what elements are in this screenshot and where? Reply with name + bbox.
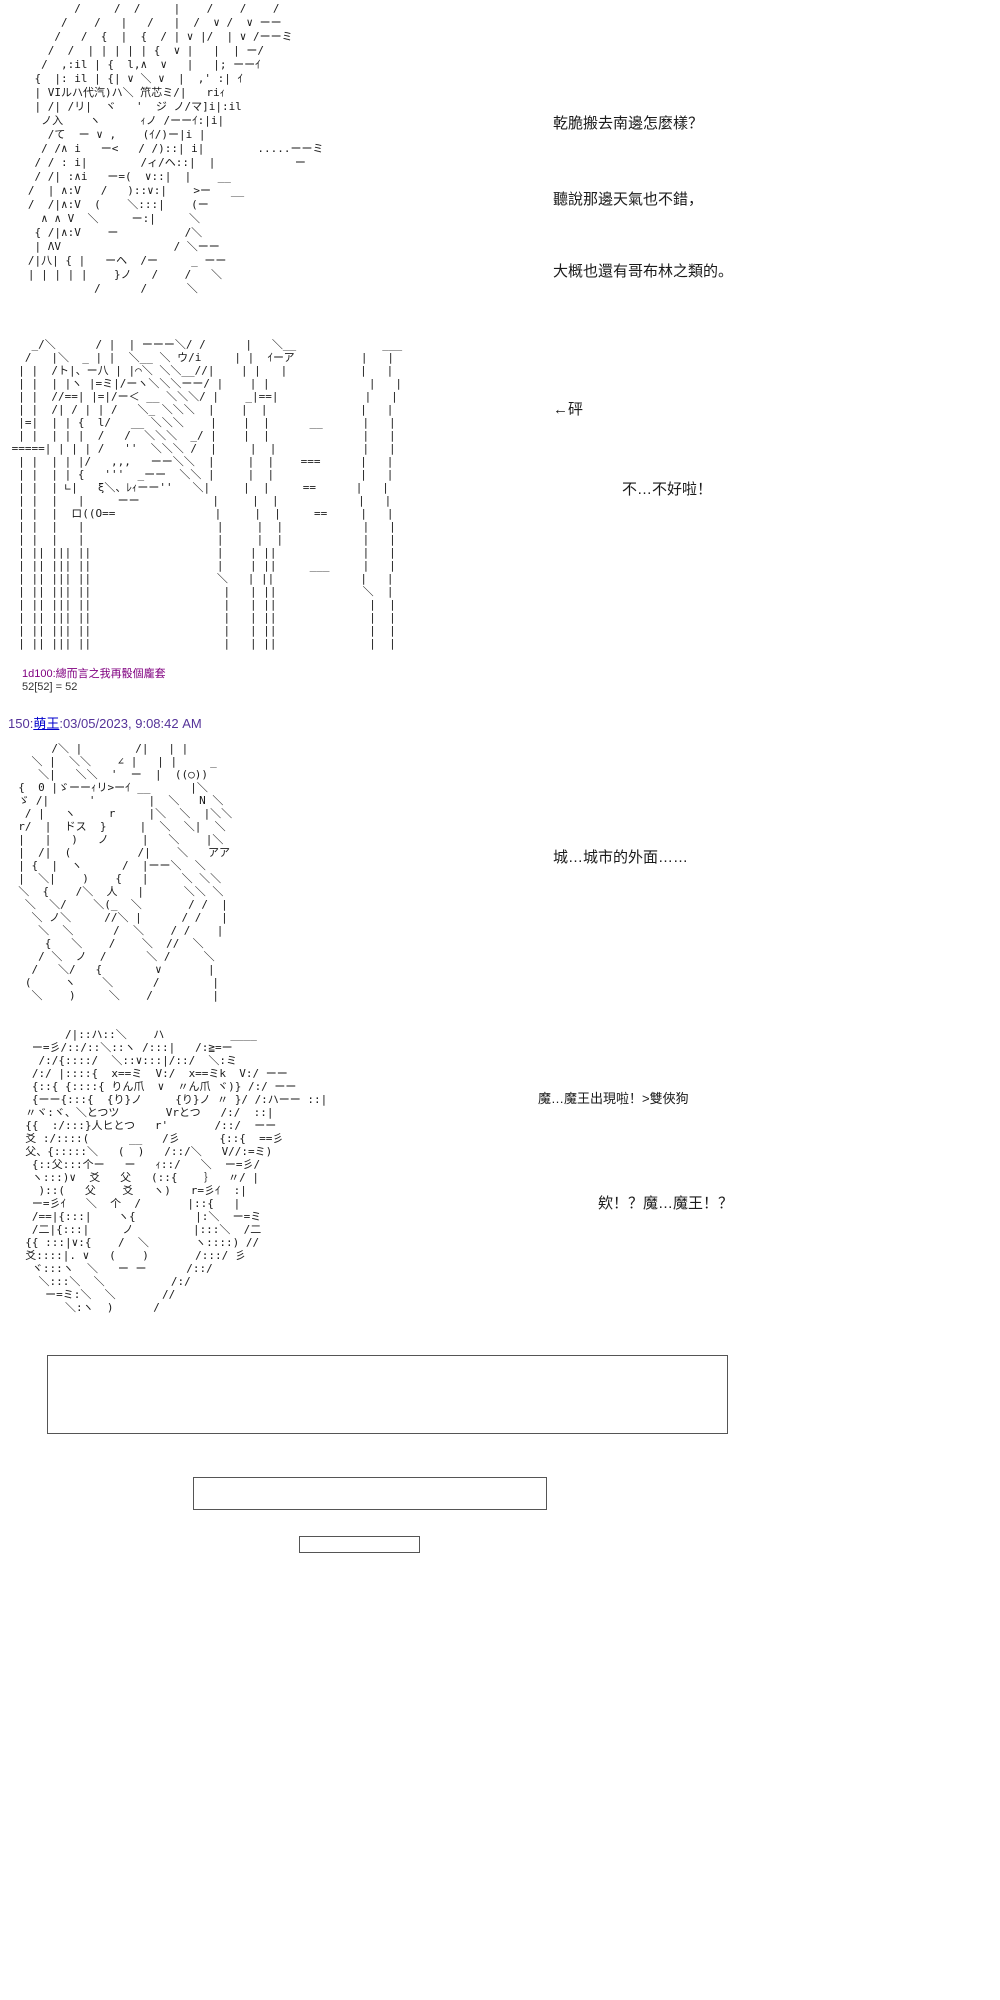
dice-roll-result: 52[52] = 52	[22, 681, 78, 693]
reply-textarea[interactable]	[47, 1355, 728, 1434]
reply-name-input[interactable]	[193, 1477, 547, 1510]
dialogue-text: 乾脆搬去南邊怎麼樣？	[553, 115, 704, 132]
dialogue-text: 魔…魔王出現啦！>雙俠狗	[538, 1091, 689, 1106]
ascii-art-door-scene: _/＼ / | | ーーー＼/ / | ＼__ ___ / |＼ _ | | ＼…	[11, 338, 403, 650]
post-number: 150:	[8, 716, 34, 731]
dialogue-text: 大概也還有哥布林之類的。	[553, 263, 734, 280]
sound-effect-text: ←砰	[553, 401, 584, 418]
poster-name-link[interactable]: 萌王	[33, 716, 60, 731]
post-datetime: :03/05/2023, 9:08:42 AM	[59, 716, 202, 731]
dialogue-text: 不…不好啦！	[622, 481, 713, 498]
dice-roll-label: 1d100:總而言之我再骰個龐套	[22, 668, 166, 680]
ascii-art-girl: / / / | / / / / / | / | / ∨ / ∨ ーー / / {…	[27, 2, 324, 295]
post-header: 150:萌王:03/05/2023, 9:08:42 AM	[8, 713, 202, 732]
ascii-art-demon-lord: /|::ハ::＼ ハ ____ ー=彡/::/::＼::ヽ /:::| /:≧=…	[25, 1028, 328, 1314]
dialogue-text: 城…城市的外面……	[553, 849, 689, 866]
dialogue-text: 欸！？魔…魔王！？	[598, 1195, 734, 1212]
reply-submit-button[interactable]	[299, 1536, 420, 1553]
dialogue-text: 聽說那邊天氣也不錯，	[553, 191, 704, 208]
ascii-art-lookout-scene: /＼ | /| | | ＼ | ＼＼ ∠ | | | _ ＼| ＼＼ ' ー |…	[18, 742, 233, 1002]
